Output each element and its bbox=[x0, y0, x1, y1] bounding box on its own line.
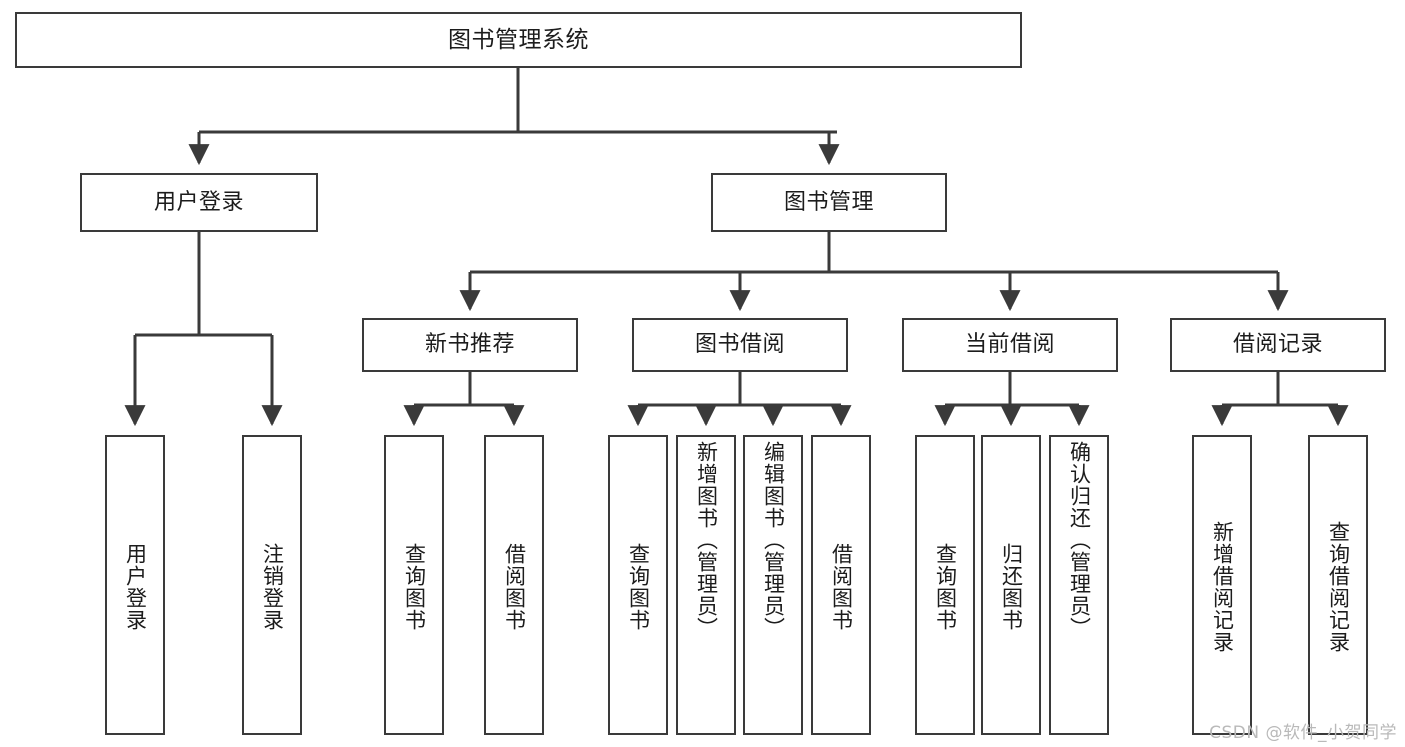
node-label: 注销登录 bbox=[260, 543, 285, 631]
node-label: 借阅图书 bbox=[502, 543, 527, 631]
leaf-query-borrow-record[interactable]: 查询借阅记录 bbox=[1308, 435, 1368, 735]
node-label: 编辑图书（管理员） bbox=[761, 441, 786, 639]
node-label: 新增借阅记录 bbox=[1210, 521, 1235, 653]
node-label: 图书借阅 bbox=[694, 332, 785, 358]
leaf-borrow-book-newbook[interactable]: 借阅图书 bbox=[484, 435, 544, 735]
node-user-login[interactable]: 用户登录 bbox=[80, 173, 318, 232]
node-borrow-record[interactable]: 借阅记录 bbox=[1170, 318, 1386, 372]
node-book-management[interactable]: 图书管理 bbox=[711, 173, 947, 232]
node-label: 借阅图书 bbox=[829, 543, 854, 631]
node-label: 图书管理系统 bbox=[448, 26, 589, 53]
node-current-borrow[interactable]: 当前借阅 bbox=[902, 318, 1118, 372]
leaf-borrow-book[interactable]: 借阅图书 bbox=[811, 435, 871, 735]
leaf-user-login[interactable]: 用户登录 bbox=[105, 435, 165, 735]
node-label: 新增图书（管理员） bbox=[694, 441, 719, 639]
node-book-borrow[interactable]: 图书借阅 bbox=[632, 318, 848, 372]
leaf-query-book-current[interactable]: 查询图书 bbox=[915, 435, 975, 735]
leaf-query-book-newbook[interactable]: 查询图书 bbox=[384, 435, 444, 735]
node-root-system[interactable]: 图书管理系统 bbox=[15, 12, 1022, 68]
leaf-query-book-borrow[interactable]: 查询图书 bbox=[608, 435, 668, 735]
node-label: 归还图书 bbox=[999, 543, 1024, 631]
leaf-return-book[interactable]: 归还图书 bbox=[981, 435, 1041, 735]
leaf-add-book-admin[interactable]: 新增图书（管理员） bbox=[676, 435, 736, 735]
node-label: 查询图书 bbox=[402, 543, 427, 631]
node-label: 用户登录 bbox=[123, 543, 148, 631]
leaf-confirm-return-admin[interactable]: 确认归还（管理员） bbox=[1049, 435, 1109, 735]
node-label: 查询借阅记录 bbox=[1326, 521, 1351, 653]
node-label: 确认归还（管理员） bbox=[1067, 441, 1092, 639]
node-label: 查询图书 bbox=[933, 543, 958, 631]
node-label: 查询图书 bbox=[626, 543, 651, 631]
node-new-book-recommend[interactable]: 新书推荐 bbox=[362, 318, 578, 372]
node-label: 借阅记录 bbox=[1232, 332, 1323, 358]
node-label: 新书推荐 bbox=[424, 332, 515, 358]
watermark: CSDN @软件_小贺同学 bbox=[1209, 723, 1397, 743]
leaf-add-borrow-record[interactable]: 新增借阅记录 bbox=[1192, 435, 1252, 735]
node-label: 图书管理 bbox=[783, 189, 874, 215]
node-label: 当前借阅 bbox=[964, 332, 1055, 358]
leaf-logout[interactable]: 注销登录 bbox=[242, 435, 302, 735]
leaf-edit-book-admin[interactable]: 编辑图书（管理员） bbox=[743, 435, 803, 735]
node-label: 用户登录 bbox=[153, 189, 244, 215]
